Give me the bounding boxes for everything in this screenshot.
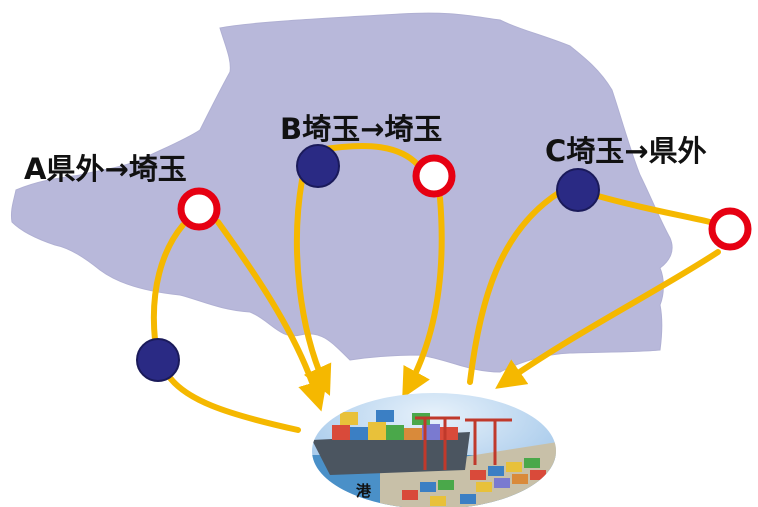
route-a-blue-node-icon <box>136 338 180 382</box>
route-c-blue-node-icon <box>556 168 600 212</box>
route-c-to-port-arrow <box>495 249 721 389</box>
route-b-label: B埼玉→埼玉 <box>280 112 443 146</box>
route-b-red-node-icon <box>412 154 456 198</box>
route-c-label: C埼玉→県外 <box>545 134 707 168</box>
route-a-return-arrow <box>150 222 186 343</box>
route-a-port-to-node-arrow <box>162 367 301 433</box>
route-b-blue-node-icon <box>296 144 340 188</box>
route-b-down-arrow-left <box>293 177 332 396</box>
route-a-label: A県外→埼玉 <box>24 152 187 186</box>
route-c-from-port-arrow <box>467 189 563 385</box>
port-label: 港 <box>356 482 372 500</box>
route-a-red-node-icon <box>177 187 221 231</box>
route-c-red-node-icon <box>708 207 752 251</box>
route-b-to-port-arrow <box>402 195 445 399</box>
route-c-node-to-node-arrow <box>595 193 713 225</box>
container-port-icon <box>312 393 556 507</box>
